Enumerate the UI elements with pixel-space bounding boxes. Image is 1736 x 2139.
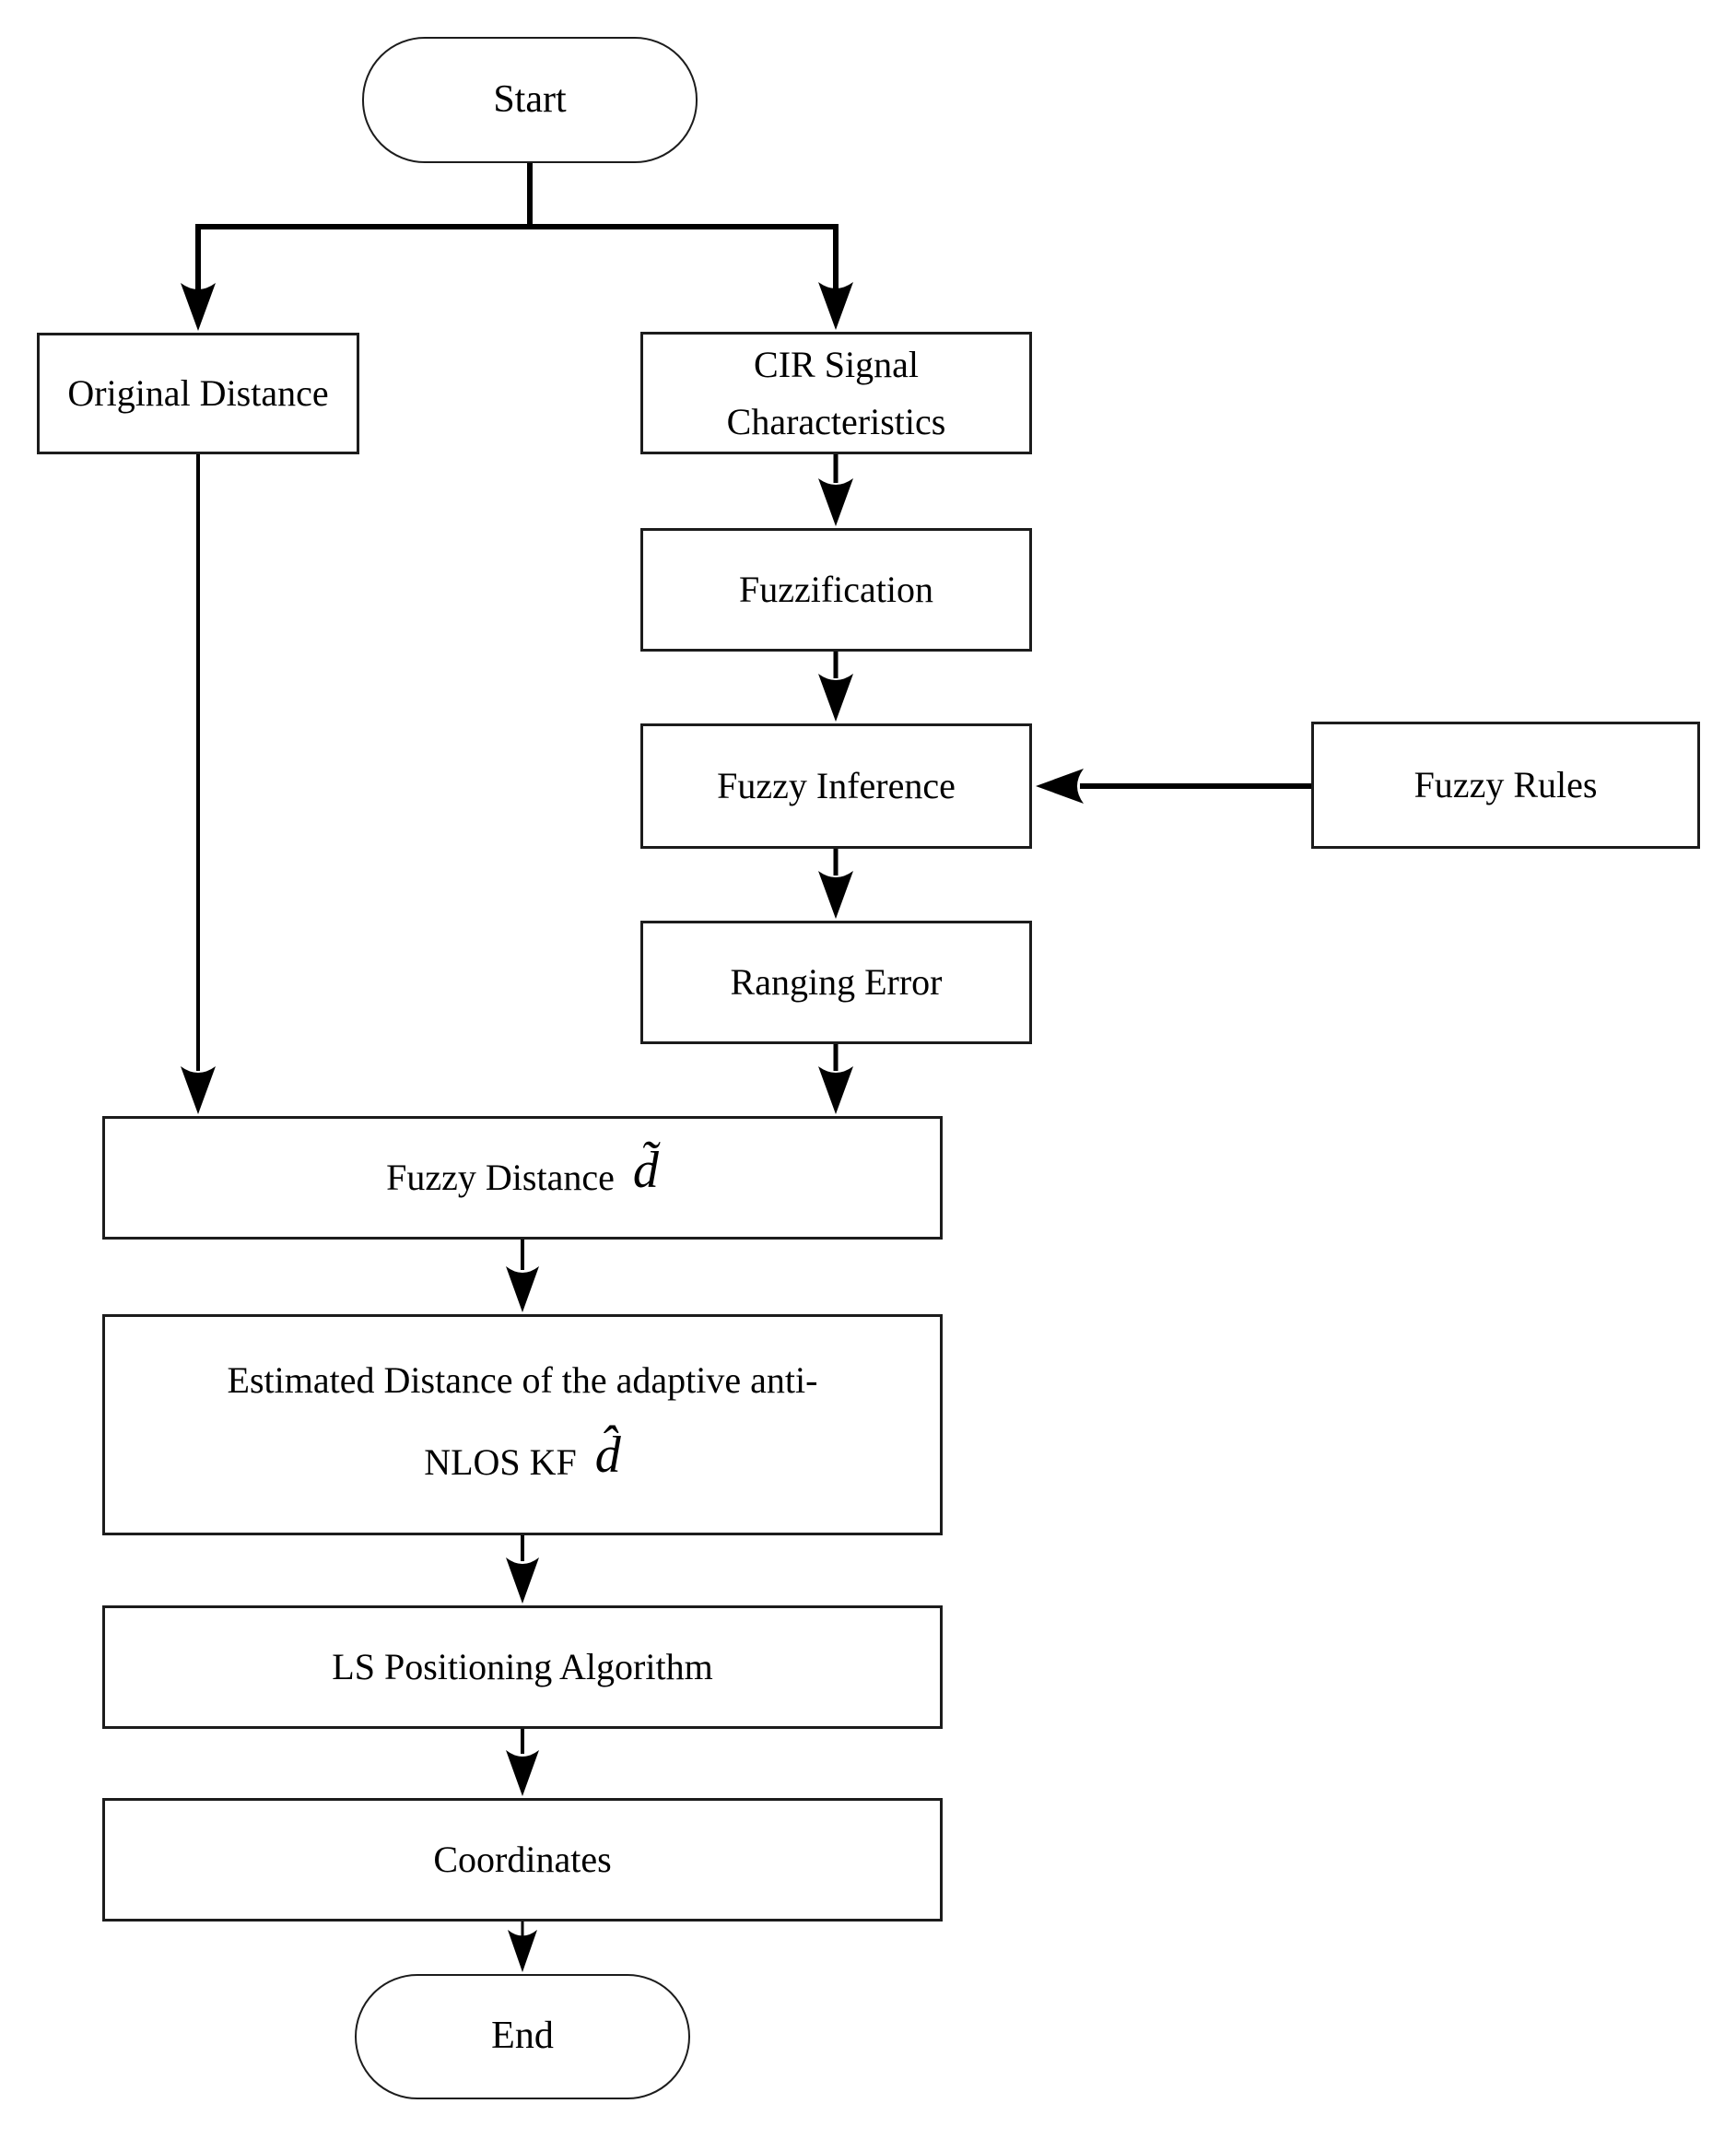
node-fuzzification: Fuzzification [640, 528, 1032, 652]
edge-fuzzy-distance-to-estimated-arrowhead [506, 1266, 539, 1312]
estimated-distance-symbol: d̂ [594, 1427, 621, 1484]
fuzzy-distance-symbol: d̃ [632, 1142, 659, 1199]
edge-fuzzification-to-inference-arrowhead [818, 674, 853, 722]
edge-start-to-original-distance-arrowhead [181, 283, 216, 331]
node-estimated-distance-line2-label: NLOS KF [424, 1441, 577, 1483]
node-cir-signal-characteristics-label: CIR Signal Characteristics [726, 343, 946, 442]
edge-coordinates-to-end-arrowhead [508, 1930, 537, 1972]
node-fuzzy-rules: Fuzzy Rules [1311, 722, 1700, 849]
node-ranging-error: Ranging Error [640, 921, 1032, 1044]
node-original-distance-label: Original Distance [67, 372, 329, 414]
node-end: End [355, 1974, 690, 2099]
node-start: Start [362, 37, 698, 163]
node-coordinates: Coordinates [102, 1798, 943, 1922]
node-fuzzy-distance-label: Fuzzy Distance [386, 1157, 615, 1198]
edge-ranging-to-fuzzy-distance-arrowhead [818, 1066, 853, 1114]
node-estimated-distance: Estimated Distance of the adaptive anti-… [102, 1314, 943, 1535]
edge-inference-to-ranging-arrowhead [818, 871, 853, 919]
node-fuzzy-inference: Fuzzy Inference [640, 723, 1032, 849]
edge-cir-to-fuzzification-arrowhead [818, 478, 853, 526]
node-fuzzy-rules-label: Fuzzy Rules [1413, 764, 1598, 805]
edge-original-distance-to-fuzzy-distance-arrowhead [181, 1066, 216, 1114]
edge-estimated-to-ls-arrowhead [506, 1557, 539, 1604]
node-fuzzy-distance: Fuzzy Distance d̃ [102, 1116, 943, 1240]
node-original-distance: Original Distance [37, 333, 359, 454]
node-ranging-error-label: Ranging Error [730, 961, 943, 1003]
edge-rules-to-inference-arrowhead [1036, 769, 1084, 804]
node-fuzzification-label: Fuzzification [738, 569, 934, 610]
node-fuzzy-distance-row: Fuzzy Distance d̃ [386, 1145, 659, 1206]
node-ls-positioning-algorithm: LS Positioning Algorithm [102, 1605, 943, 1729]
node-cir-signal-characteristics: CIR Signal Characteristics [640, 332, 1032, 454]
node-fuzzy-inference-label: Fuzzy Inference [717, 765, 956, 806]
node-estimated-distance-line1: Estimated Distance of the adaptive anti- [227, 1359, 818, 1401]
node-end-label: End [491, 2015, 554, 2058]
edge-ls-to-coordinates-arrowhead [506, 1750, 539, 1796]
node-start-label: Start [493, 77, 567, 121]
edge-start-to-cir-arrowhead [818, 282, 853, 330]
node-ls-positioning-algorithm-label: LS Positioning Algorithm [332, 1646, 713, 1687]
node-coordinates-label: Coordinates [433, 1839, 612, 1880]
node-estimated-distance-line2: NLOS KF d̂ [424, 1429, 621, 1491]
